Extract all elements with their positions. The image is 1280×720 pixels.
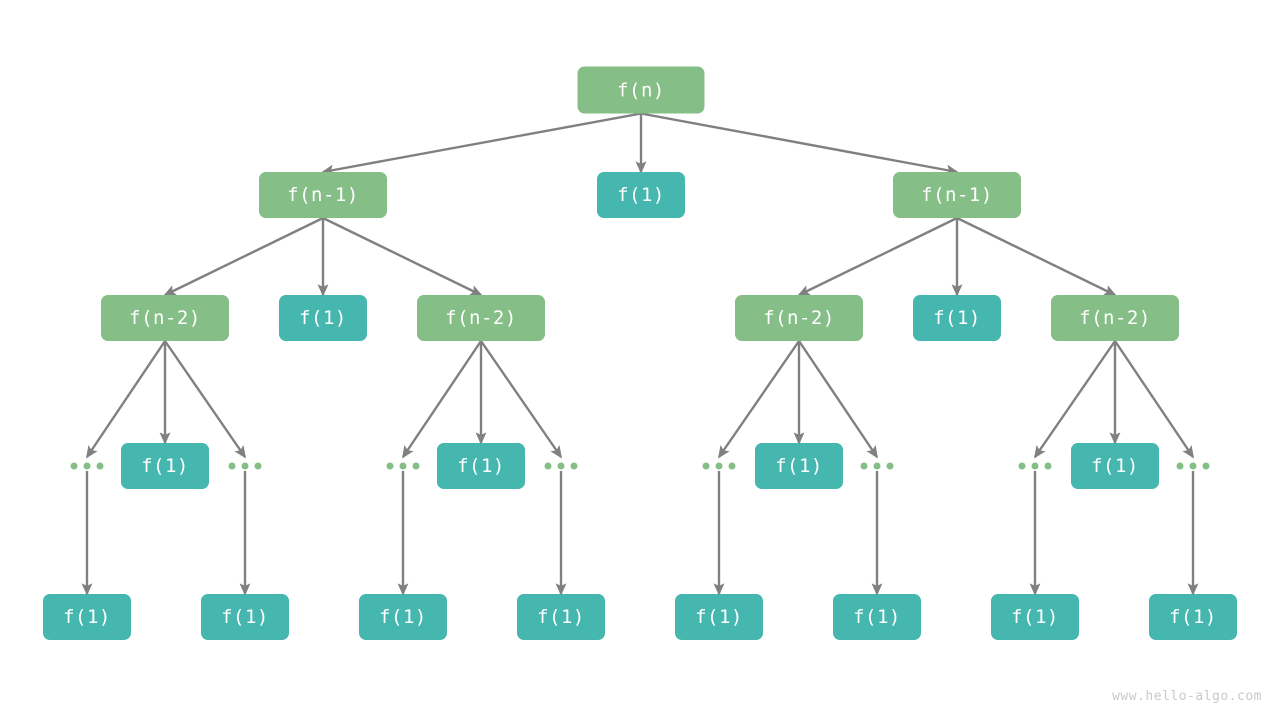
ellipsis-dot [1018,462,1026,470]
ellipsis-dot [544,462,552,470]
tree-node-l2-2: f(n-1) [893,172,1021,218]
tree-node-l2-0: f(n-1) [259,172,387,218]
ellipsis-dot [241,462,249,470]
tree-node-l3-4: f(1) [913,295,1001,341]
edge-l3-5-to-e4-11 [1114,340,1194,459]
edge-l3-5-to-e4-9 [1034,340,1116,459]
ellipsis-dot [96,462,104,470]
ellipsis-dot [1031,462,1039,470]
tree-node-l5-3: f(1) [517,594,605,640]
tree-node-l5-2: f(1) [359,594,447,640]
ellipsis-dot [557,462,565,470]
edge-l3-3-to-e4-8 [798,340,878,459]
tree-node-l3-1: f(1) [279,295,367,341]
ellipsis-dot [1044,462,1052,470]
tree-node-l5-4: f(1) [675,594,763,640]
ellipsis-dot [886,462,894,470]
edge-l1-0-to-l2-0 [321,112,642,176]
ellipsis-dot [254,462,262,470]
tree-node-l4-4: f(1) [437,443,525,489]
ellipsis-dot [702,462,710,470]
ellipsis-dot [715,462,723,470]
ellipsis-dot [70,462,78,470]
tree-node-l5-7: f(1) [1149,594,1237,640]
edge-l2-2-to-l3-5 [956,216,1117,297]
ellipsis-dot [873,462,881,470]
watermark: www.hello-algo.com [1112,689,1262,704]
tree-node-l4-1: f(1) [121,443,209,489]
edge-l3-3-to-e4-6 [718,340,800,459]
tree-node-l5-1: f(1) [201,594,289,640]
tree-node-l5-5: f(1) [833,594,921,640]
ellipsis-dot [386,462,394,470]
edge-l3-0-to-e4-2 [164,340,246,459]
ellipsis-dot [412,462,420,470]
edge-l3-2-to-e4-5 [480,340,562,459]
ellipsis-dot [728,462,736,470]
tree-node-l2-1: f(1) [597,172,685,218]
ellipsis-dot [399,462,407,470]
ellipsis-node-e4-5 [544,462,578,470]
edge-l2-0-to-l3-2 [322,216,483,297]
ellipsis-node-e4-0 [70,462,104,470]
ellipsis-dot [228,462,236,470]
tree-node-l5-6: f(1) [991,594,1079,640]
edge-l1-0-to-l2-2 [640,112,959,176]
ellipsis-node-e4-11 [1176,462,1210,470]
ellipsis-node-e4-9 [1018,462,1052,470]
edge-l2-0-to-l3-0 [163,216,324,297]
ellipsis-node-e4-3 [386,462,420,470]
ellipsis-dot [83,462,91,470]
ellipsis-node-e4-8 [860,462,894,470]
tree-node-l4-7: f(1) [755,443,843,489]
ellipsis-dot [570,462,578,470]
ellipsis-node-e4-6 [702,462,736,470]
tree-node-l3-5: f(n-2) [1051,295,1179,341]
tree-node-l1-0: f(n) [577,66,705,114]
tree-node-l3-2: f(n-2) [417,295,545,341]
ellipsis-dot [1176,462,1184,470]
ellipsis-dot [860,462,868,470]
edge-l3-0-to-e4-0 [86,340,166,459]
edge-l2-2-to-l3-3 [797,216,958,297]
tree-node-l3-0: f(n-2) [101,295,229,341]
edge-l3-2-to-e4-3 [402,340,482,459]
tree-node-l3-3: f(n-2) [735,295,863,341]
tree-node-l4-10: f(1) [1071,443,1159,489]
tree-node-l5-0: f(1) [43,594,131,640]
ellipsis-dot [1189,462,1197,470]
ellipsis-dot [1202,462,1210,470]
ellipsis-node-e4-2 [228,462,262,470]
